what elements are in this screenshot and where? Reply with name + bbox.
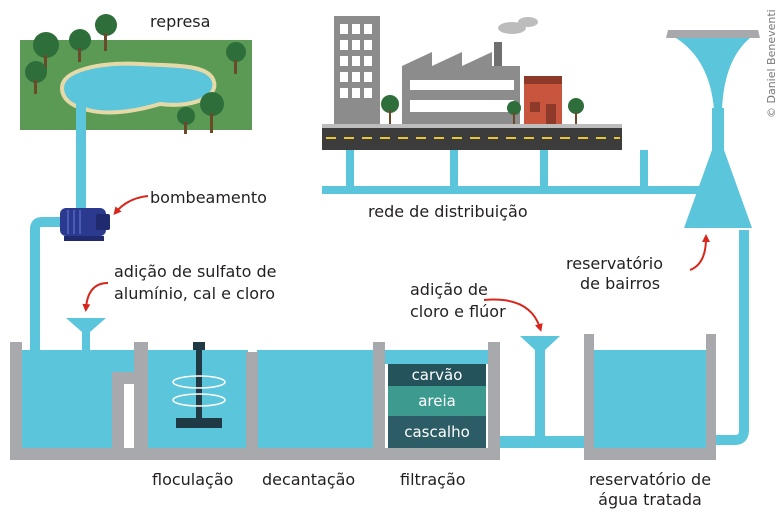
filtracao-label: filtração [400, 470, 466, 489]
building-icon [334, 16, 380, 126]
hopper-icon [520, 336, 560, 436]
floculacao-label: floculação [152, 470, 234, 489]
filter-areia [388, 386, 486, 416]
pump-icon [60, 208, 110, 241]
water-tank-1 [22, 350, 112, 448]
distribution-network [322, 150, 700, 194]
bombeamento-label: bombeamento [150, 188, 267, 207]
filter-layer-cascalho-label: cascalho [404, 423, 470, 441]
adicao-sulfato-label-line2: alumínio, cal e cloro [114, 284, 276, 303]
water-filtro-top [384, 350, 488, 364]
water-decantacao [257, 350, 384, 448]
hopper-icon [66, 318, 106, 350]
represa-label: represa [150, 12, 211, 31]
tank-walls [10, 342, 500, 460]
reservatorio-tratada-label-line2: água tratada [598, 490, 702, 509]
pipe-to-plant [30, 217, 62, 352]
photo-credit: © Daniel Beneventi [765, 9, 778, 118]
cloro-arrow [483, 298, 543, 332]
bairros-arrow [689, 234, 710, 271]
adicao-cloro-label-line1: adição de [410, 280, 488, 299]
rede-distribuicao-label: rede de distribuição [368, 202, 528, 221]
decantacao-label: decantação [262, 470, 356, 489]
reservatorio-bairros-label-line2: de bairros [580, 274, 661, 293]
treated-reservoir [584, 230, 749, 460]
pump-line [30, 195, 149, 352]
tree-icon [25, 14, 246, 134]
adicao-sulfato-label-line1: adição de sulfato de [114, 262, 277, 281]
water-tower [666, 30, 760, 228]
pipe-to-tower [716, 230, 749, 445]
filter-layer-carvao-label: carvão [411, 366, 463, 384]
factory-icon [402, 17, 538, 126]
reservatorio-tratada-label-line1: reservatório de [588, 470, 712, 489]
treatment-plant [10, 282, 500, 460]
outflow-pipe [76, 100, 86, 210]
filter-layer-areia-label: areia [418, 392, 456, 410]
pipe-filter-to-reservoir [500, 436, 586, 448]
adicao-cloro-label-line2: cloro e flúor [410, 302, 506, 321]
reservatorio-bairros-label-line1: reservatório [566, 254, 663, 273]
mixer-icon [172, 342, 226, 428]
bombeamento-arrow [113, 195, 149, 216]
house-icon [524, 76, 562, 126]
filter-carvao [388, 364, 486, 386]
tree-icon [381, 95, 584, 126]
filter-cascalho [388, 416, 486, 448]
dam-scene [20, 14, 252, 210]
sulfato-arrow [82, 282, 109, 312]
city-scene [322, 16, 622, 150]
